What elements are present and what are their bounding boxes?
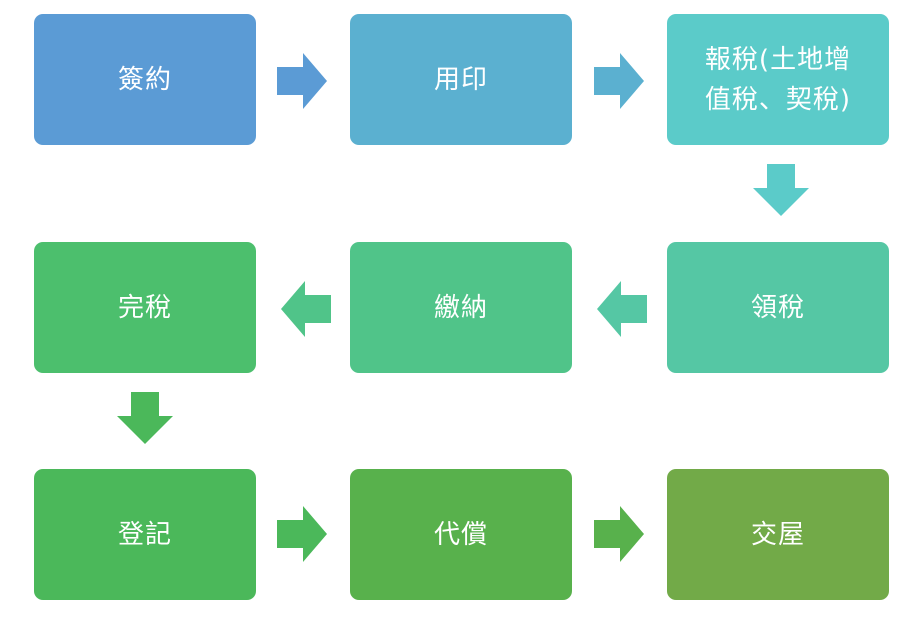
- arrow-down-icon: [753, 164, 809, 216]
- arrow-right-icon: [277, 53, 327, 109]
- step-box-collect-tax-bill: 領稅: [667, 242, 889, 373]
- step-label: 領稅: [750, 292, 805, 323]
- step-box-tax-filing: 報稅(土地增值稅、契稅): [667, 14, 889, 145]
- arrow-left-icon: [597, 281, 647, 337]
- arrow-left-icon: [281, 281, 331, 337]
- step-label: 報稅(土地增值稅、契稅): [704, 44, 852, 115]
- step-label: 用印: [433, 64, 488, 95]
- arrow-down-icon: [117, 392, 173, 444]
- step-label: 繳納: [433, 292, 488, 323]
- step-box-loan-payoff: 代償: [350, 469, 572, 600]
- step-label: 登記: [117, 519, 172, 550]
- arrow-right-icon: [594, 53, 644, 109]
- step-box-handover: 交屋: [667, 469, 889, 600]
- arrow-right-icon: [277, 506, 327, 562]
- step-label: 完稅: [117, 292, 172, 323]
- step-label: 代償: [433, 519, 488, 550]
- step-box-stamp: 用印: [350, 14, 572, 145]
- step-box-registration: 登記: [34, 469, 256, 600]
- step-label: 交屋: [750, 519, 805, 550]
- step-box-tax-completed: 完稅: [34, 242, 256, 373]
- step-box-payment: 繳納: [350, 242, 572, 373]
- step-label: 簽約: [117, 64, 172, 95]
- arrow-right-icon: [594, 506, 644, 562]
- step-box-sign-contract: 簽約: [34, 14, 256, 145]
